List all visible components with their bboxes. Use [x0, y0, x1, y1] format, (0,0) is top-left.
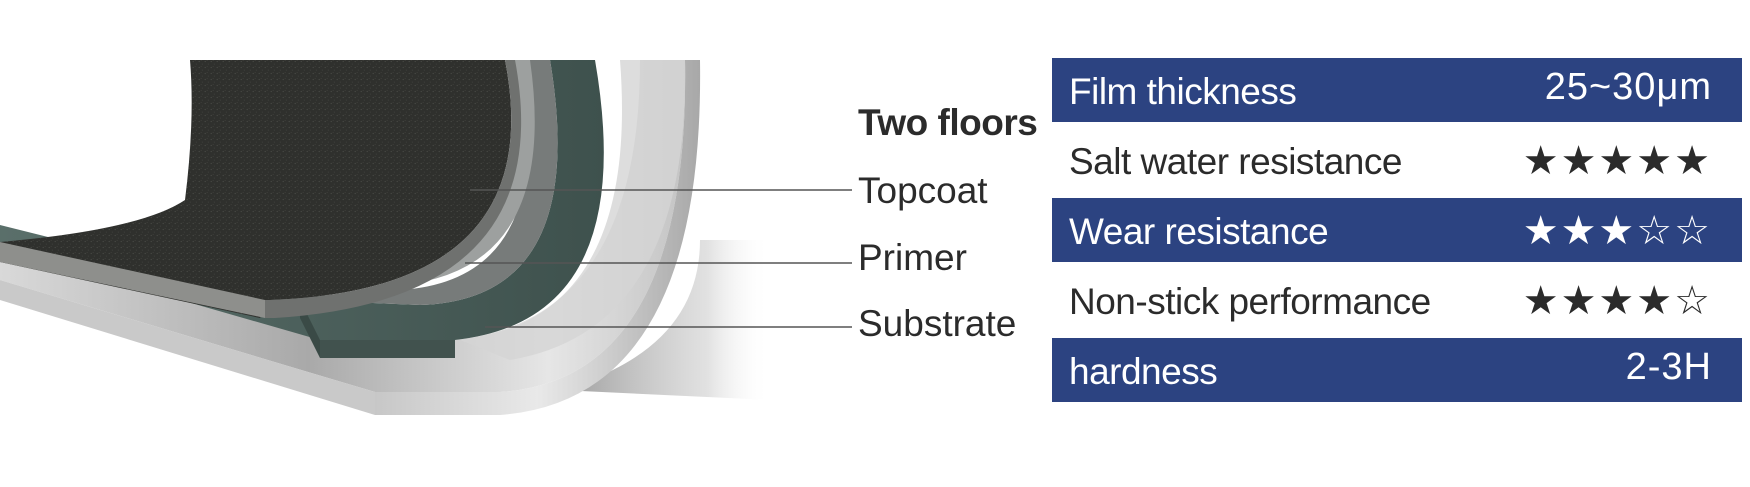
- spec-row-hardness: hardness 2-3H: [1052, 338, 1742, 402]
- spec-value: 25~30μm: [1544, 66, 1712, 108]
- filled-star-icon: ★: [1674, 138, 1712, 184]
- filled-star-icon: ★: [1636, 138, 1675, 184]
- label-primer: Primer: [858, 237, 967, 278]
- spec-table: Film thickness 25~30μm Salt water resist…: [1052, 58, 1742, 408]
- filled-star-icon: ★: [1560, 278, 1599, 324]
- spec-label: Film thickness: [1069, 71, 1297, 112]
- spec-row-non-stick-performance: Non-stick performance ★★★★☆: [1052, 268, 1742, 332]
- star-rating: ★★★☆☆: [1523, 208, 1712, 254]
- label-topcoat: Topcoat: [858, 170, 988, 211]
- spec-label: Wear resistance: [1069, 211, 1329, 252]
- filled-star-icon: ★: [1560, 208, 1599, 254]
- filled-star-icon: ★: [1522, 278, 1561, 324]
- spec-row-film-thickness: Film thickness 25~30μm: [1052, 58, 1742, 122]
- filled-star-icon: ★: [1522, 138, 1561, 184]
- spec-label: Salt water resistance: [1069, 141, 1402, 182]
- filled-star-icon: ★: [1560, 138, 1599, 184]
- filled-star-icon: ★: [1522, 208, 1561, 254]
- filled-star-icon: ★: [1636, 278, 1675, 324]
- spec-row-salt-water-resistance: Salt water resistance ★★★★★: [1052, 128, 1742, 192]
- empty-star-icon: ☆: [1636, 208, 1675, 254]
- topcoat-layer: [0, 60, 522, 318]
- star-rating: ★★★★☆: [1523, 278, 1712, 324]
- substrate-layer: [0, 60, 701, 415]
- label-substrate: Substrate: [858, 303, 1017, 344]
- spec-label: Non-stick performance: [1069, 281, 1431, 322]
- empty-star-icon: ☆: [1674, 278, 1712, 324]
- filled-star-icon: ★: [1598, 278, 1637, 324]
- spec-label: hardness: [1069, 351, 1218, 392]
- spec-value: 2-3H: [1625, 346, 1712, 388]
- empty-star-icon: ☆: [1674, 208, 1712, 254]
- filled-star-icon: ★: [1598, 208, 1637, 254]
- layers-title: Two floors: [858, 102, 1038, 143]
- filled-star-icon: ★: [1598, 138, 1637, 184]
- star-rating: ★★★★★: [1523, 138, 1712, 184]
- spec-row-wear-resistance: Wear resistance ★★★☆☆: [1052, 198, 1742, 262]
